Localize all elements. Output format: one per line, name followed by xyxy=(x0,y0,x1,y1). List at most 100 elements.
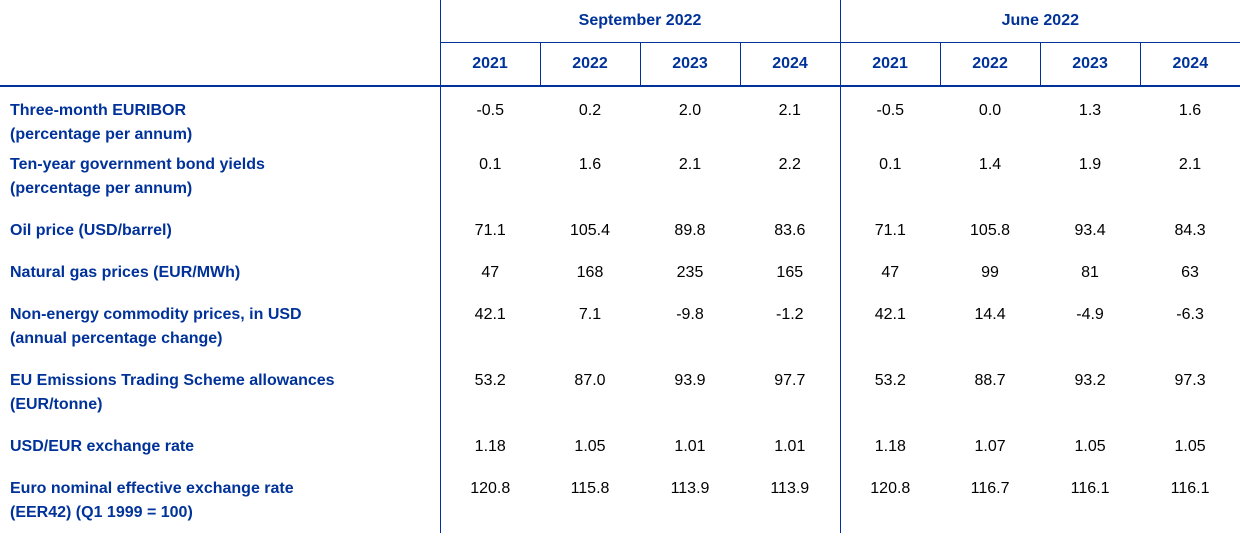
value-cell: 2.1 xyxy=(778,102,801,119)
value-cell: 1.6 xyxy=(1178,102,1202,119)
value-cell: -0.5 xyxy=(839,86,941,153)
table-row: Euro nominal effective exchange rate (EER… xyxy=(0,477,1240,533)
value-cell: 93.2 xyxy=(1074,372,1106,389)
value-cell: 88.7 xyxy=(974,372,1006,389)
value-cell: 14.4 xyxy=(974,306,1006,323)
value-cell: 99 xyxy=(981,264,999,281)
value-cell: 0.2 xyxy=(578,102,602,119)
row-label-line1: Euro nominal effective exchange rate xyxy=(10,480,294,497)
value-cell: -4.9 xyxy=(1076,306,1104,323)
value-cell: -6.3 xyxy=(1176,306,1204,323)
row-label: Non-energy commodity prices, in USD (annu… xyxy=(0,303,441,369)
value-cell: 71.1 xyxy=(839,219,941,261)
value-cell: 2.0 xyxy=(678,102,702,119)
year-header: 2022 xyxy=(539,42,640,87)
value-cell: 116.7 xyxy=(970,480,1010,497)
row-label: USD/EUR exchange rate xyxy=(0,435,441,477)
row-label: Three-month EURIBOR (percentage per annum… xyxy=(0,86,441,153)
value-cell: 105.4 xyxy=(569,222,611,239)
table-row: Three-month EURIBOR (percentage per annum… xyxy=(0,86,1240,153)
value-cell: 1.18 xyxy=(839,435,941,477)
row-label-line2: (annual percentage change) xyxy=(10,330,223,347)
row-label-line1: Non-energy commodity prices, in USD xyxy=(10,306,302,323)
year-header: 2022 xyxy=(939,42,1041,87)
table-row: EU Emissions Trading Scheme allowances (E… xyxy=(0,369,1240,435)
value-cell: 1.18 xyxy=(474,438,506,455)
row-label: Oil price (USD/barrel) xyxy=(0,219,441,261)
table-row: Ten-year government bond yields (percenta… xyxy=(0,153,1240,219)
value-cell: 116.1 xyxy=(1170,480,1210,497)
value-cell: 1.9 xyxy=(1078,156,1102,173)
value-cell: 47 xyxy=(481,264,500,281)
year-header: 2023 xyxy=(639,42,740,87)
year-header: 2021 xyxy=(839,42,941,87)
value-cell: 93.9 xyxy=(674,372,706,389)
value-cell: 2.1 xyxy=(678,156,702,173)
row-label: EU Emissions Trading Scheme allowances (E… xyxy=(0,369,441,435)
value-cell: 93.4 xyxy=(1074,222,1106,239)
row-label-line2: (percentage per annum) xyxy=(10,126,193,143)
header-blank-cell xyxy=(0,0,441,43)
value-cell: 0.0 xyxy=(978,102,1002,119)
row-label-line2: (EER42) (Q1 1999 = 100) xyxy=(10,504,193,521)
value-cell: 2.1 xyxy=(1178,156,1202,173)
year-header: 2024 xyxy=(1139,42,1240,87)
year-header: 2021 xyxy=(440,42,540,87)
value-cell: -1.2 xyxy=(775,306,804,323)
table-row: Natural gas prices (EUR/MWh) 47 168 235 … xyxy=(0,261,1240,303)
value-cell: 1.07 xyxy=(974,438,1006,455)
table-row: Non-energy commodity prices, in USD (annu… xyxy=(0,303,1240,369)
value-cell: 105.8 xyxy=(970,222,1011,239)
value-cell: 7.1 xyxy=(578,306,602,323)
row-label-line2: (EUR/tonne) xyxy=(10,396,103,413)
value-cell: 87.0 xyxy=(574,372,606,389)
value-cell: 81 xyxy=(1081,264,1099,281)
value-cell: 71.1 xyxy=(474,222,506,239)
row-label: Natural gas prices (EUR/MWh) xyxy=(0,261,441,303)
value-cell: 84.3 xyxy=(1174,222,1206,239)
value-cell: 1.01 xyxy=(674,438,706,455)
value-cell: 1.01 xyxy=(774,438,806,455)
value-cell: 2.2 xyxy=(778,156,801,173)
value-cell: 0.1 xyxy=(839,153,941,219)
year-header: 2024 xyxy=(739,42,841,87)
value-cell: 0.1 xyxy=(479,156,502,173)
value-cell: 89.8 xyxy=(674,222,706,239)
table-row: Oil price (USD/barrel) 71.1 105.4 89.8 8… xyxy=(0,219,1240,261)
row-label: Ten-year government bond yields (percenta… xyxy=(0,153,441,219)
value-cell: -0.5 xyxy=(476,102,505,119)
row-label-line1: Ten-year government bond yields xyxy=(10,156,265,173)
value-cell: 113.9 xyxy=(770,480,810,497)
value-cell: 120.8 xyxy=(470,480,511,497)
value-cell: 42.1 xyxy=(839,303,941,369)
value-cell: -9.8 xyxy=(676,306,704,323)
group-header-row: September 2022 June 2022 xyxy=(0,0,1240,43)
row-label-line1: EU Emissions Trading Scheme allowances xyxy=(10,372,335,389)
value-cell: 53.2 xyxy=(474,372,506,389)
value-cell: 165 xyxy=(776,264,804,281)
value-cell: 1.3 xyxy=(1078,102,1102,119)
group-header-june-2022: June 2022 xyxy=(839,0,1240,43)
row-label-line2: (percentage per annum) xyxy=(10,180,193,197)
value-cell: 47 xyxy=(839,261,941,303)
value-cell: 115.8 xyxy=(570,480,610,497)
value-cell: 113.9 xyxy=(670,480,710,497)
value-cell: 168 xyxy=(576,264,604,281)
value-cell: 235 xyxy=(676,264,704,281)
value-cell: 1.05 xyxy=(1174,438,1206,455)
header-blank-cell xyxy=(0,42,441,87)
value-cell: 83.6 xyxy=(774,222,806,239)
value-cell: 63 xyxy=(1181,264,1199,281)
value-cell: 120.8 xyxy=(839,477,941,533)
value-cell: 1.6 xyxy=(578,156,602,173)
value-cell: 1.05 xyxy=(1074,438,1106,455)
row-label: Euro nominal effective exchange rate (EER… xyxy=(0,477,441,533)
value-cell: 97.7 xyxy=(774,372,806,389)
year-header: 2023 xyxy=(1039,42,1141,87)
row-label-line1: Three-month EURIBOR xyxy=(10,102,186,119)
year-header-row: 2021 2022 2023 2024 2021 2022 2023 2024 xyxy=(0,42,1240,87)
value-cell: 1.05 xyxy=(574,438,606,455)
value-cell: 116.1 xyxy=(1070,480,1110,497)
group-header-september-2022: September 2022 xyxy=(440,0,841,43)
